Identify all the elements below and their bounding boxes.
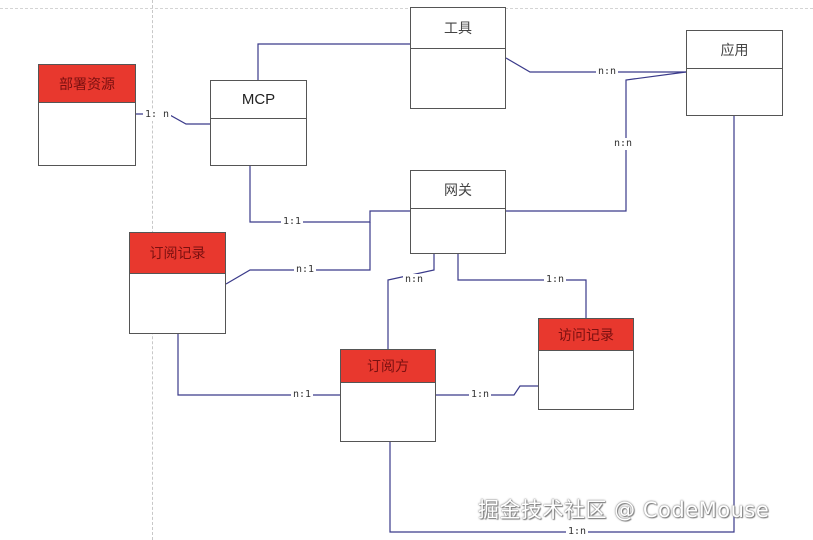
entity-gateway-title: 网关 [411,171,505,209]
cardinality-tool-app: n:n [596,66,619,78]
link-gateway-subscriber [387,254,435,349]
entity-tool-title: 工具 [411,8,505,49]
entity-app-title: 应用 [687,31,782,69]
entity-subscription-record-title: 订阅记录 [130,233,225,274]
cardinality-gateway-subscriber: n:n [403,274,426,286]
entity-gateway[interactable]: 网关 [410,170,506,254]
cardinality-gateway-access: 1:n [544,274,567,286]
entity-deploy-resource[interactable]: 部署资源 [38,64,136,166]
entity-deploy-resource-title: 部署资源 [39,65,135,103]
entity-mcp[interactable]: MCP [210,80,307,166]
watermark-text: 掘金技术社区 @ CodeMouse [478,498,770,522]
link-subscriber-app [389,116,735,533]
entity-tool[interactable]: 工具 [410,7,506,109]
cardinality-subrecord-subscriber: n:1 [291,389,314,401]
canvas-guide-horizontal [0,8,813,9]
link-mcp-tool [257,43,410,80]
entity-access-record[interactable]: 访问记录 [538,318,634,410]
entity-subscriber[interactable]: 订阅方 [340,349,436,442]
entity-subscriber-title: 订阅方 [341,350,435,383]
entity-access-record-title: 访问记录 [539,319,633,351]
entity-subscription-record[interactable]: 订阅记录 [129,232,226,334]
cardinality-subscriber-access: 1:n [469,389,492,401]
cardinality-deploy-mcp: 1: n [143,109,172,121]
cardinality-gateway-subrecord: n:1 [294,264,317,276]
link-gateway-access [457,254,587,318]
link-mcp-gateway [249,166,410,223]
entity-mcp-title: MCP [211,81,306,119]
cardinality-subscriber-app: 1:n [566,526,589,538]
entity-app[interactable]: 应用 [686,30,783,116]
cardinality-mcp-gateway: 1:1 [281,216,304,228]
link-app-gateway [506,71,687,212]
link-subrecord-subscriber [177,334,340,396]
cardinality-app-gateway: n:n [612,138,635,150]
link-tool-app [505,57,686,73]
